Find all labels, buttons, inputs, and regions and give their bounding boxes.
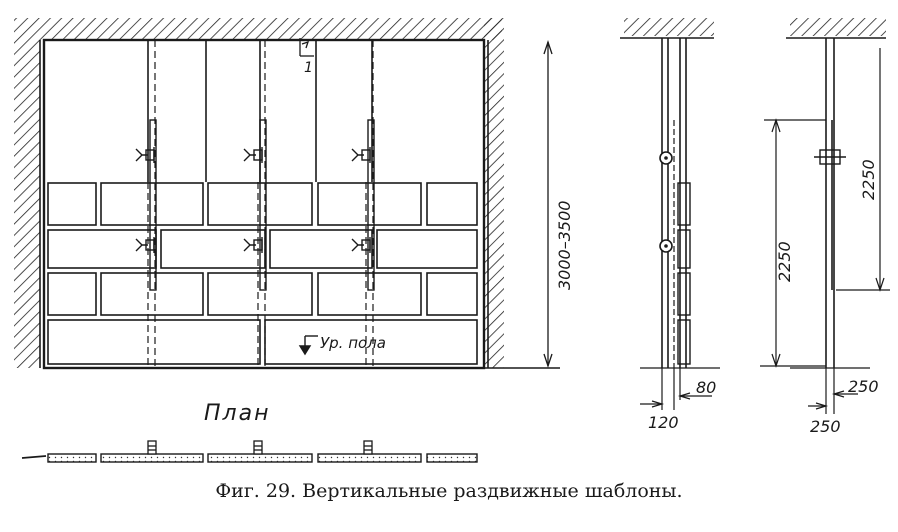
dim-250-top-label: 250 xyxy=(848,377,879,396)
dashed-guide-lines xyxy=(147,40,374,366)
side-section-right: 2250 2250 250 250 xyxy=(760,18,890,436)
dim-120-label: 120 xyxy=(648,413,679,432)
clamp-icon xyxy=(351,147,371,163)
floor-level-marker xyxy=(298,335,318,356)
plan-view: План xyxy=(21,401,478,463)
dim-250-bottom-label: 250 xyxy=(810,417,841,436)
ceiling-hatch-left xyxy=(624,18,714,36)
opening-outline xyxy=(42,38,486,370)
clamp-fixtures xyxy=(135,147,371,253)
plan-title: План xyxy=(204,401,270,426)
clamp-icon xyxy=(135,237,155,253)
clamp-icon xyxy=(351,237,371,253)
dim-2250-right-label: 2250 xyxy=(859,159,878,200)
section-mark-label: 1 xyxy=(304,60,313,76)
template-rails xyxy=(149,119,375,291)
front-elevation: Ур. пола 1 3000–3500 xyxy=(14,18,574,370)
clamp-icon xyxy=(243,147,263,163)
section-mark xyxy=(299,38,314,57)
figure-caption: Фиг. 29. Вертикальные раздвижные шаблоны… xyxy=(215,480,683,502)
floor-level-label: Ур. пола xyxy=(320,334,386,352)
ceiling-hatch xyxy=(40,18,502,40)
masonry-courses xyxy=(47,182,478,365)
template-panel-lines xyxy=(147,40,373,182)
clamp-icon xyxy=(243,237,263,253)
left-wall-hatch xyxy=(14,18,40,368)
right-wall-hatch xyxy=(484,18,504,368)
clamp-icon xyxy=(135,147,155,163)
dim-80-label: 80 xyxy=(696,378,716,397)
dim-2250-left-label: 2250 xyxy=(775,241,794,282)
ceiling-hatch-right xyxy=(790,18,886,36)
clamp-icon xyxy=(814,149,846,165)
plan-fixtures xyxy=(147,440,373,455)
height-dimension-label: 3000–3500 xyxy=(555,201,574,290)
height-dimension xyxy=(543,39,553,369)
side-section-left: 80 120 xyxy=(620,18,720,432)
